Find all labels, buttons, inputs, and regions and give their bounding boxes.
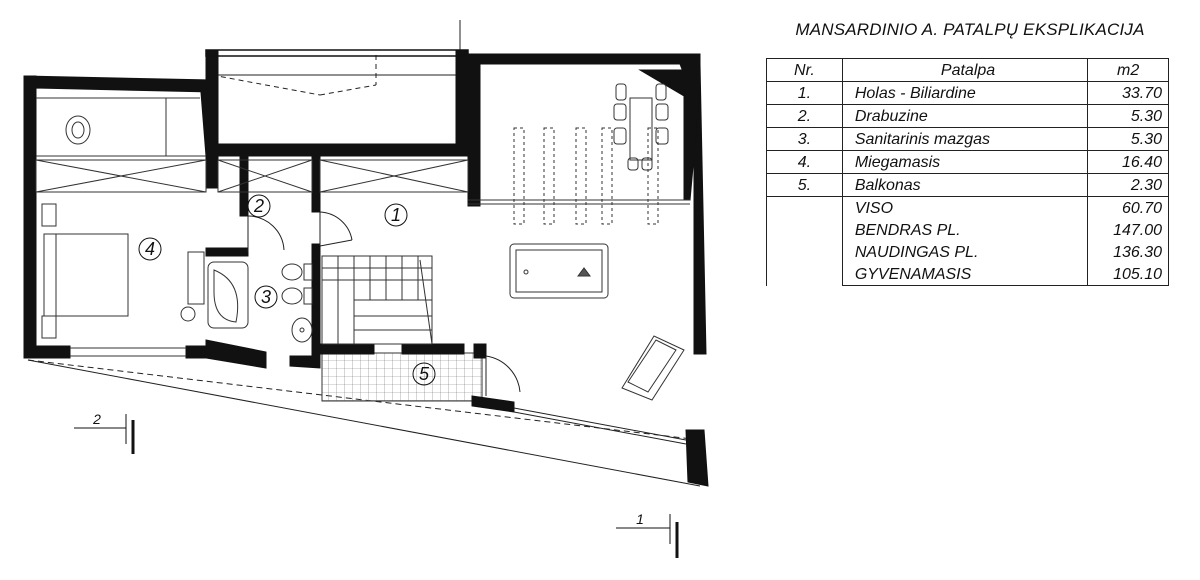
total-row: BENDRAS PL. 147.00 [766, 219, 1169, 241]
table-row: 1. Holas - Biliardine 33.70 [766, 81, 1169, 105]
room-area: 16.40 [1087, 150, 1169, 174]
room-nr: 4. [766, 150, 843, 174]
room-name: Holas - Biliardine [841, 81, 1089, 105]
room-area: 5.30 [1087, 104, 1169, 128]
table-row: 4. Miegamasis 16.40 [766, 150, 1169, 174]
section-label-2: 2 [92, 411, 101, 427]
skylights [513, 127, 659, 225]
table-row: 5. Balkonas 2.30 [766, 173, 1169, 197]
room-label-5: 5 [419, 364, 430, 384]
room-name: Drabuzine [841, 104, 1089, 128]
billiard-table [509, 243, 609, 299]
room-name: Balkonas [841, 173, 1089, 197]
total-row: GYVENAMASIS 105.10 [766, 263, 1169, 286]
room-nr: 5. [766, 173, 843, 197]
floor-plan: 1 2 3 4 5 2 1 [23, 20, 709, 558]
room-nr: 3. [766, 127, 843, 151]
walls [23, 49, 709, 487]
total-area: 147.00 [1087, 219, 1169, 241]
total-name: GYVENAMASIS [841, 263, 1089, 286]
dining-set [613, 83, 669, 171]
room-labels: 1 2 3 4 5 [138, 194, 436, 386]
room-area: 2.30 [1087, 173, 1169, 197]
total-name: BENDRAS PL. [841, 219, 1089, 241]
header-name: Patalpa [841, 58, 1089, 82]
room-area: 33.70 [1087, 81, 1169, 105]
explication-title: MANSARDINIO A. PATALPŲ EKSPLIKACIJA [795, 20, 1145, 39]
total-area: 136.30 [1087, 241, 1169, 263]
armchair [65, 115, 91, 145]
section-mark-2: 2 [74, 411, 135, 454]
bathroom-fixtures [207, 261, 313, 343]
total-area: 105.10 [1087, 263, 1169, 286]
lounge-chair [621, 335, 685, 401]
room-nr: 2. [766, 104, 843, 128]
explication-header-row: Nr. Patalpa m2 [766, 58, 1169, 82]
header-area: m2 [1087, 58, 1169, 82]
room-area: 5.30 [1087, 127, 1169, 151]
doors [247, 211, 521, 396]
header-nr: Nr. [766, 58, 843, 82]
stairs [321, 255, 433, 345]
room-label-4: 4 [145, 239, 155, 259]
window-line [513, 407, 687, 445]
bed [41, 203, 205, 339]
room-label-1: 1 [391, 205, 401, 225]
section-label-1: 1 [636, 511, 644, 527]
section-mark-1: 1 [616, 511, 679, 558]
room-name: Sanitarinis mazgas [841, 127, 1089, 151]
explication-table: Nr. Patalpa m2 1. Holas - Biliardine 33.… [766, 58, 1169, 286]
balcony-floor [321, 352, 483, 402]
room-label-2: 2 [253, 196, 264, 216]
total-row: NAUDINGAS PL. 136.30 [766, 241, 1169, 263]
total-name: VISO [841, 196, 1089, 219]
room-nr: 1. [766, 81, 843, 105]
beams [35, 97, 690, 357]
table-row: 2. Drabuzine 5.30 [766, 104, 1169, 128]
total-row: VISO 60.70 [766, 196, 1169, 219]
total-area: 60.70 [1087, 196, 1169, 219]
room-label-3: 3 [261, 287, 271, 307]
total-name: NAUDINGAS PL. [841, 241, 1089, 263]
room-name: Miegamasis [841, 150, 1089, 174]
table-row: 3. Sanitarinis mazgas 5.30 [766, 127, 1169, 151]
